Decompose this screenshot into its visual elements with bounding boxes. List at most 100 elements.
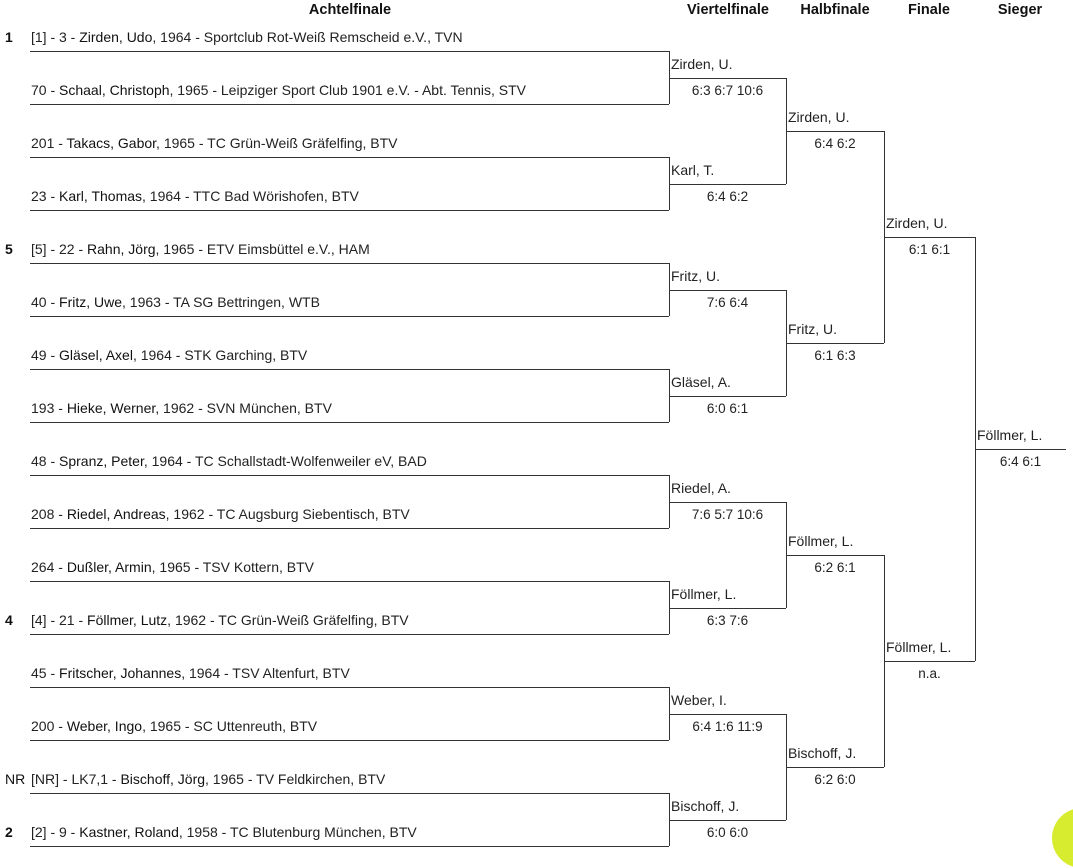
bracket-line [30,104,669,105]
bracket-line [30,263,669,264]
match-score: 6:4 6:2 [706,189,749,204]
entry-details: , 1964 - Sportclub Rot-Weiß Remscheid e.… [152,29,463,45]
draw-entry: [2] - 9 - Kastner, Roland, 1958 - TC Blu… [31,824,417,840]
bracket-line [669,78,786,79]
entry-prefix: 48 - [31,453,60,469]
entry-prefix: 208 - [31,506,67,522]
winner-name-f[interactable]: Zirden, U. [886,215,948,231]
player-name-link[interactable]: Föllmer, Lutz [87,612,168,628]
seed-number: 2 [5,824,13,840]
header-finale: Finale [908,2,950,18]
player-name-link[interactable]: Schaal, Christoph [59,82,170,98]
bracket-line [786,767,884,768]
match-score: 7:6 6:4 [706,295,749,310]
winner-name-f[interactable]: Föllmer, L. [886,639,952,655]
player-name-link[interactable]: Spranz, Peter [59,453,144,469]
draw-entry: 40 - Fritz, Uwe, 1963 - TA SG Bettringen… [31,294,320,310]
bracket-line [669,581,670,634]
bracket-line [30,528,669,529]
bracket-line [669,263,670,316]
winner-name-qf[interactable]: Gläsel, A. [671,374,731,390]
bracket-line [884,237,975,238]
player-name-link[interactable]: Karl, Thomas [59,188,143,204]
entry-prefix: 264 - [31,559,67,575]
winner-name-qf[interactable]: Karl, T. [671,162,715,178]
bracket-line [30,369,669,370]
bracket-line [669,290,786,291]
bracket-line [669,820,786,821]
match-score: 6:4 6:2 [814,136,856,151]
bracket-line [975,237,976,661]
winner-name-qf[interactable]: Bischoff, J. [671,798,740,814]
winner-name-w[interactable]: Föllmer, L. [977,427,1043,443]
entry-prefix: 70 - [31,82,60,98]
draw-entry: 193 - Hieke, Werner, 1962 - SVN München,… [31,400,332,416]
match-score: 6:0 6:0 [706,825,749,840]
entry-prefix: [NR] - LK7,1 - [31,771,121,787]
entry-details: , 1958 - TC Blutenburg München, BTV [178,824,417,840]
entry-details: , 1962 - TC Augsburg Siebentisch, BTV [165,506,410,522]
player-name-link[interactable]: Rahn, Jörg [87,241,156,257]
player-name-link[interactable]: Bischoff, Jörg [120,771,206,787]
entry-prefix: 200 - [31,718,67,734]
bracket-line [669,51,670,104]
player-name-link[interactable]: Hieke, Werner [66,400,156,416]
player-name-link[interactable]: Kastner, Roland [79,824,179,840]
player-name-link[interactable]: Gläsel, Axel [59,347,133,363]
seed-number: 1 [5,29,13,45]
draw-entry: 49 - Gläsel, Axel, 1964 - STK Garching, … [31,347,307,363]
bracket-line [786,131,884,132]
draw-entry: 201 - Takacs, Gabor, 1965 - TC Grün-Weiß… [31,135,398,151]
bracket-line [30,793,669,794]
winner-name-qf[interactable]: Föllmer, L. [671,586,737,602]
draw-entry: 45 - Fritscher, Johannes, 1964 - TSV Alt… [31,665,350,681]
entry-prefix: [2] - 9 - [31,824,80,840]
winner-name-qf[interactable]: Zirden, U. [671,56,733,72]
bracket-line [30,51,669,52]
entry-details: , 1962 - SVN München, BTV [155,400,332,416]
bracket-line [786,502,787,608]
player-name-link[interactable]: Zirden, Udo [79,29,153,45]
match-score: 6:2 6:1 [814,560,856,575]
player-name-link[interactable]: Fritscher, Johannes [59,665,182,681]
entry-details: , 1965 - ETV Eimsbüttel e.V., HAM [155,241,370,257]
winner-name-sf[interactable]: Föllmer, L. [788,533,854,549]
bracket-line [30,210,669,211]
winner-name-qf[interactable]: Riedel, A. [671,480,731,496]
entry-details: , 1965 - TV Feldkirchen, BTV [205,771,386,787]
header-sieger: Sieger [997,2,1043,18]
draw-entry: [4] - 21 - Föllmer, Lutz, 1962 - TC Grün… [31,612,409,628]
entry-prefix: 193 - [31,400,67,416]
draw-entry: 264 - Dußler, Armin, 1965 - TSV Kottern,… [31,559,314,575]
player-name-link[interactable]: Takacs, Gabor [66,135,157,151]
entry-details: , 1965 - TSV Kottern, BTV [151,559,314,575]
winner-name-sf[interactable]: Zirden, U. [788,109,850,125]
bracket-line [30,846,669,847]
draw-entry: [1] - 3 - Zirden, Udo, 1964 - Sportclub … [31,29,463,45]
entry-details: , 1964 - STK Garching, BTV [132,347,308,363]
player-name-link[interactable]: Weber, Ingo [66,718,143,734]
entry-details: , 1965 - Leipziger Sport Club 1901 e.V. … [169,82,526,98]
player-name-link[interactable]: Fritz, Uwe [59,294,123,310]
entry-prefix: 201 - [31,135,67,151]
entry-details: , 1964 - TTC Bad Wörishofen, BTV [142,188,359,204]
winner-name-sf[interactable]: Bischoff, J. [788,745,857,761]
bracket-line [30,634,669,635]
player-name-link[interactable]: Dußler, Armin [66,559,152,575]
player-name-link[interactable]: Riedel, Andreas [66,506,166,522]
bracket-line [975,449,1066,450]
winner-name-sf[interactable]: Fritz, U. [788,321,837,337]
bracket-line [30,740,669,741]
bracket-line [30,157,669,158]
entry-details: , 1963 - TA SG Bettringen, WTB [122,294,320,310]
entry-prefix: [1] - 3 - [31,29,80,45]
bracket-line [30,581,669,582]
bracket-line [786,555,884,556]
bracket-line [669,157,670,210]
winner-name-qf[interactable]: Fritz, U. [671,268,720,284]
entry-details: , 1965 - TC Grün-Weiß Gräfelfing, BTV [156,135,398,151]
bracket-line [669,793,670,846]
bracket-line [669,687,670,740]
winner-name-qf[interactable]: Weber, I. [671,692,727,708]
match-score: 6:1 6:3 [814,348,856,363]
